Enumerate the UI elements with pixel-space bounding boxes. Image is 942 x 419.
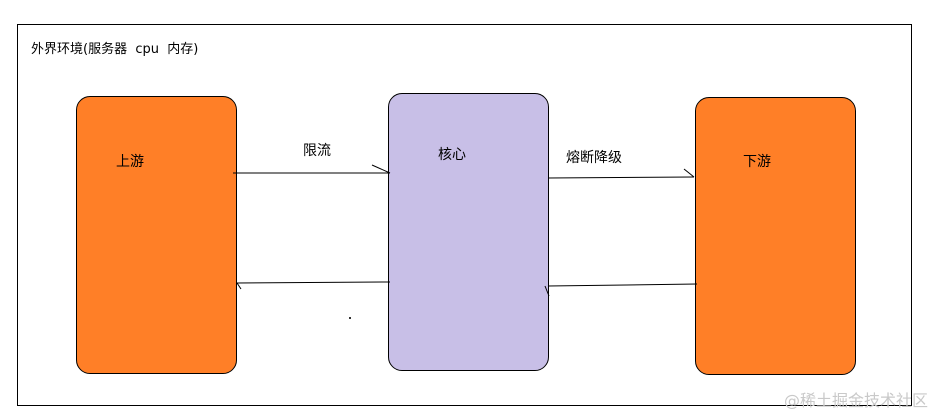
downstream-label: 下游 <box>743 154 771 170</box>
upstream-label: 上游 <box>116 154 144 170</box>
watermark: @稀土掘金技术社区 <box>783 391 928 410</box>
downstream-node <box>695 97 856 375</box>
rate-limit-label: 限流 <box>303 143 331 159</box>
circuit-breaker-label: 熔断降级 <box>566 150 622 166</box>
stray-dot <box>349 317 351 319</box>
environment-frame <box>17 24 912 406</box>
environment-title: 外界环境(服务器 cpu 内存) <box>31 42 199 57</box>
upstream-node <box>76 96 237 374</box>
core-label: 核心 <box>438 147 466 163</box>
core-node <box>388 93 549 371</box>
